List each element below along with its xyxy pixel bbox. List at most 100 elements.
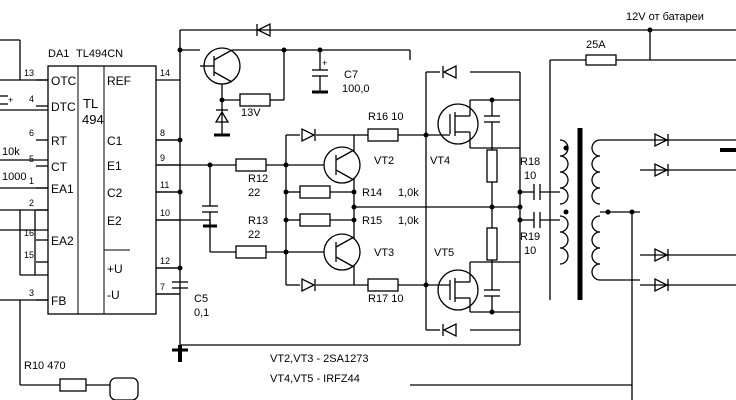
r19-name: R19 [520, 231, 540, 243]
r19-value: 10 [524, 245, 536, 257]
chip-right-pin-name: REF [107, 74, 131, 88]
supply-label: 12V от батареи [626, 11, 704, 23]
driver-wiring [156, 71, 521, 352]
note-line-1: VT2,VT3 - 2SA1273 [270, 353, 368, 365]
chip-core-1: TL [83, 96, 98, 111]
chip-left-pin: 6RT [29, 128, 67, 148]
r18-name: R18 [520, 156, 540, 168]
chip-left-pin-name: RT [51, 134, 67, 148]
chip-part: TL494CN [76, 48, 123, 60]
vt5-mosfet [430, 261, 520, 313]
c5-value: 0,1 [194, 307, 209, 319]
c7-name: C7 [344, 69, 358, 81]
transformer [559, 128, 736, 400]
output-diodes [654, 132, 669, 293]
r14-value: 1,0k [398, 187, 419, 199]
chip-left-pin: 5CT [29, 154, 68, 174]
vt4-label: VT4 [430, 155, 450, 167]
c7-value: 100,0 [342, 83, 370, 95]
r17-label: R17 10 [368, 293, 403, 305]
bottom-lines [178, 345, 632, 386]
r14-name: R14 [362, 187, 382, 199]
vt5-label: VT5 [434, 247, 454, 259]
chip-left-pin-name: EA2 [51, 234, 74, 248]
r-left-1000: 1000 [2, 171, 26, 183]
vt4-mosfet [430, 99, 520, 149]
vt3-label: VT3 [374, 247, 394, 259]
chip-left-pin-number: 13 [24, 68, 34, 78]
chip-left-pin-number: 2 [29, 198, 34, 208]
r10-label: R10 470 [24, 360, 66, 372]
vt3-transistor [323, 233, 361, 271]
chip-right-pin-number: 11 [160, 180, 169, 190]
chip-left-pin-number: 16 [24, 228, 34, 238]
chip-right-pin-number: 9 [160, 153, 165, 163]
r18-value: 10 [524, 170, 536, 182]
fuse [549, 54, 736, 300]
r12-value: 22 [248, 187, 260, 199]
r13-name: R13 [248, 215, 268, 227]
chip-left-pin-number: 1 [29, 176, 34, 186]
chip-right-pin-name: C1 [107, 134, 123, 148]
chip-right-pin-number: 7 [160, 282, 165, 292]
vt2-transistor [323, 146, 361, 184]
r15-value: 1,0k [398, 215, 419, 227]
chip-right-pin-name: E2 [107, 214, 122, 228]
c5-name: C5 [194, 293, 208, 305]
chip-left-pin: 2 [29, 198, 48, 211]
zener-label: 13V [241, 107, 261, 119]
chip-left-pin-name: FB [51, 294, 66, 308]
chip-left-pin-number: 5 [29, 154, 34, 164]
r13-value: 22 [248, 229, 260, 241]
left-network [0, 39, 48, 301]
chip-left-pin-number: 6 [29, 128, 34, 138]
chip-right-pin: 9E1 [107, 153, 180, 173]
chip-left-pin-name: DTC [51, 100, 76, 114]
tl494-chip [47, 65, 157, 315]
chip-left-pin-name: CT [51, 160, 68, 174]
chip-left-pin-number: 4 [29, 94, 34, 104]
cap-plus-left: + [8, 95, 13, 105]
r12-name: R12 [248, 173, 268, 185]
r-left-10k: 10k [2, 146, 20, 158]
chip-left-pin-number: 3 [29, 288, 34, 298]
r16-label: R16 10 [368, 111, 403, 123]
chip-right-pin-number: 8 [160, 128, 165, 138]
chip-right-pin: 12 +U [107, 256, 180, 276]
snubbers [484, 100, 500, 312]
chip-right-pin-name: C2 [107, 186, 123, 200]
top-regulator [180, 47, 411, 137]
chip-left-pin-number: 15 [24, 250, 34, 260]
driver-diodes [301, 64, 457, 338]
supply-diode-top [256, 22, 271, 38]
r15-name: R15 [362, 215, 382, 227]
junction-dots-top [177, 47, 323, 103]
chip-right-pin-name: E1 [107, 159, 122, 173]
chip-ref: DA1 [48, 48, 69, 60]
chip-right-pin-number: 10 [160, 208, 170, 218]
r10-resistor [19, 300, 139, 400]
chip-right-pin-number: 14 [160, 68, 170, 78]
chip-right-pin-name: -U [107, 288, 120, 302]
output-caps [520, 184, 560, 228]
chip-right-pin-name: +U [107, 262, 123, 276]
chip-left-pin: 15 [24, 250, 48, 263]
supply-rail [179, 29, 736, 360]
vt2-label: VT2 [374, 155, 394, 167]
note-line-2: VT4,VT5 - IRFZ44 [270, 373, 360, 385]
chip-left-pin-name: OTC [51, 74, 77, 88]
junction-dots-driver [177, 27, 653, 315]
c7-plus: + [322, 58, 327, 68]
transformer-dots [563, 145, 635, 215]
chip-right-pin-number: 12 [160, 256, 170, 266]
